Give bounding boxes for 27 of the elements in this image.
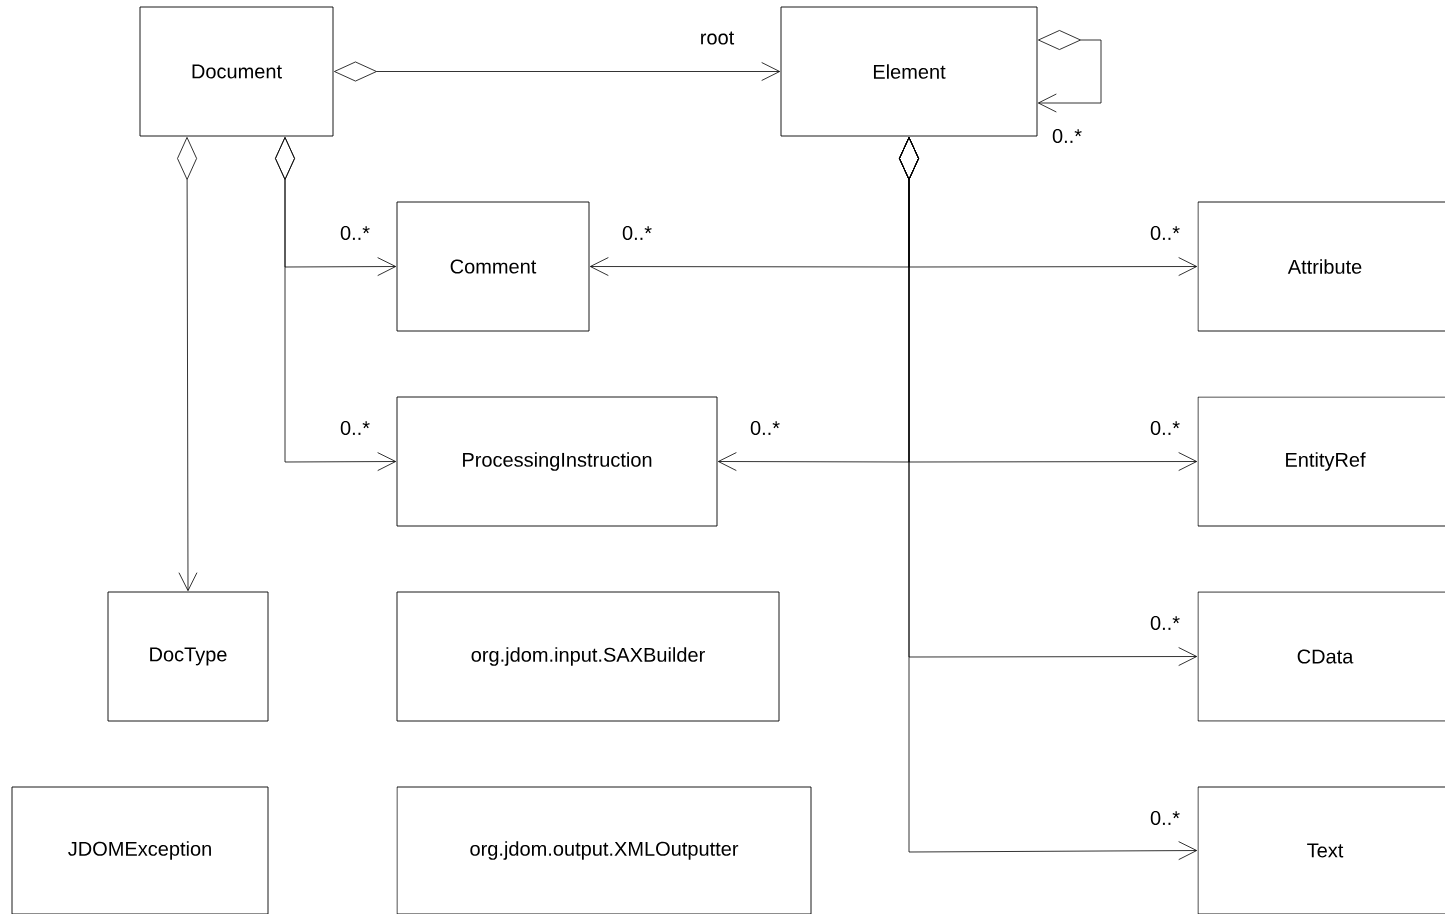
- class-box: DocType: [107, 591, 269, 722]
- edge-label: 0..*: [621, 224, 653, 242]
- edge-label: 0..*: [339, 419, 371, 437]
- class-box: org.jdom.output.XMLOutputter: [396, 786, 812, 914]
- edge-label: 0..*: [339, 224, 371, 242]
- edge-label: 0..*: [1051, 127, 1083, 145]
- association-arrow: [177, 137, 198, 592]
- class-box: CData: [1197, 591, 1445, 722]
- edge-label: 0..*: [1149, 419, 1181, 437]
- association-arrow: [275, 137, 397, 471]
- class-box: Element: [780, 6, 1038, 137]
- association-arrow: [334, 61, 781, 82]
- edge-label: 0..*: [1149, 614, 1181, 632]
- association-arrow: [1037, 30, 1102, 113]
- class-box: Text: [1197, 786, 1445, 914]
- class-box: EntityRef: [1197, 396, 1445, 527]
- class-box: ProcessingInstruction: [396, 396, 718, 527]
- class-box: Attribute: [1197, 201, 1445, 332]
- class-box: Comment: [396, 201, 590, 332]
- edge-label: 0..*: [1149, 224, 1181, 242]
- class-box: Document: [139, 6, 334, 137]
- class-box: JDOMException: [11, 786, 269, 914]
- edge-label: 0..*: [749, 419, 781, 437]
- association-arrow: [899, 137, 1198, 860]
- edge-label: root: [698, 30, 736, 46]
- class-box: org.jdom.input.SAXBuilder: [396, 591, 780, 722]
- edge-label: 0..*: [1149, 809, 1181, 827]
